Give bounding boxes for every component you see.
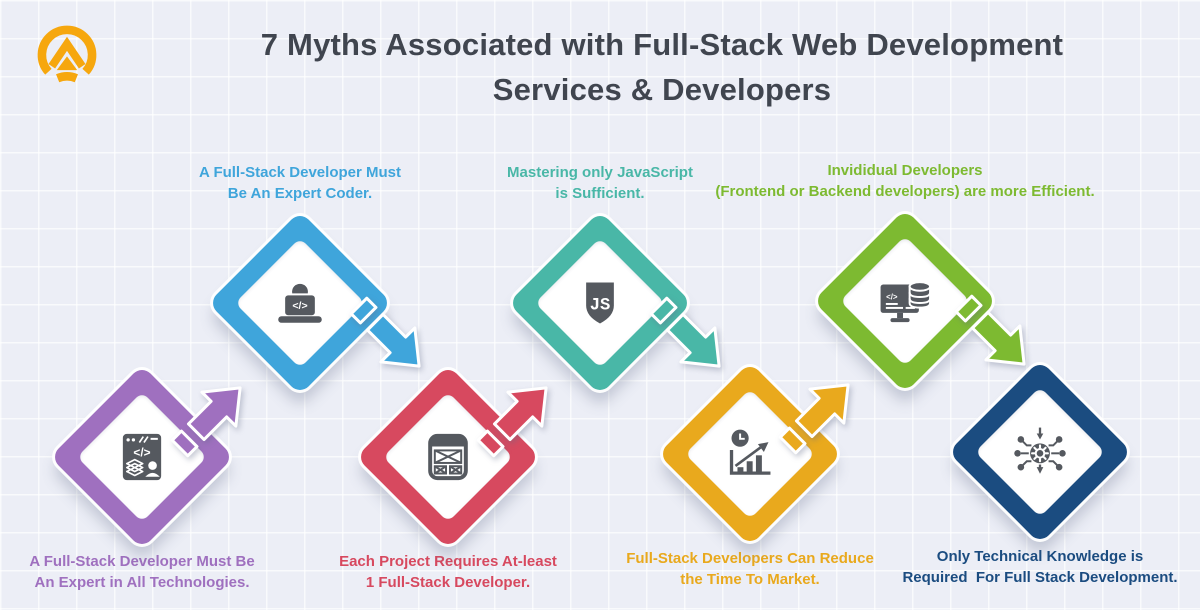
myth-2-diamond: JS [508, 211, 692, 395]
page-title-line2: Services & Developers [492, 72, 832, 107]
myth-6-label-line1: Full-Stack Developers Can Reduce [626, 550, 874, 567]
myth-3-label-line2: (Frontend or Backend developers) are mor… [715, 183, 1095, 200]
svg-text:</>: </> [133, 445, 150, 459]
myth-5-label: Each Project Requires At-least 1 Full-St… [258, 551, 638, 593]
brand-logo-icon [37, 25, 97, 83]
myth-7-only-technical-knowledge: Only Technical Knowledge is Required For… [902, 360, 1178, 586]
myth-2-card: JS [534, 237, 666, 369]
myth-5-card [382, 391, 514, 523]
myth-3-card: </> [839, 235, 971, 367]
myth-1-card: </> [234, 237, 366, 369]
myth-3-individual-developers: Invididual Developers (Frontend or Backe… [715, 162, 1095, 393]
monitor-database-icon: </> [872, 268, 938, 334]
myth-3-label: Invididual Developers (Frontend or Backe… [690, 160, 1120, 202]
myth-4-diamond: </> [50, 365, 234, 549]
myth-4-label-line2: An Expert in All Technologies. [34, 574, 250, 591]
myth-7-diamond [948, 360, 1132, 544]
myth-4-expert-all-technologies: A Full-Stack Developer Must Be An Expert… [29, 365, 255, 591]
flow-arrow-icon [170, 386, 242, 458]
myth-4-label: A Full-Stack Developer Must Be An Expert… [0, 551, 332, 593]
myth-2-javascript-sufficient: Mastering only JavaScript is Sufficient.… [507, 164, 721, 395]
myth-5-diamond [356, 365, 540, 549]
flow-arrow-icon [649, 296, 721, 368]
myth-5-label-line1: Each Project Requires At-least [339, 553, 557, 570]
myth-6-card [684, 388, 816, 520]
svg-text:JS: JS [590, 297, 611, 316]
myth-1-label: A Full-Stack Developer Must Be An Expert… [85, 162, 515, 204]
flow-arrow-icon [778, 383, 850, 455]
myth-1-label-line1: A Full-Stack Developer Must [199, 164, 401, 181]
page-title-line1: 7 Myths Associated with Full-Stack Web D… [260, 27, 1064, 62]
svg-text:</>: </> [292, 300, 307, 312]
flow-arrow-icon [349, 296, 421, 368]
myth-3-diamond: </> [813, 209, 997, 393]
myth-6-label: Full-Stack Developers Can Reduce the Tim… [560, 548, 940, 590]
flow-arrow-icon [954, 294, 1026, 366]
myth-7-label-line2: Required For Full Stack Development. [902, 569, 1178, 586]
myth-4-card: </> [76, 391, 208, 523]
myth-2-label-line1: Mastering only JavaScript [507, 164, 693, 181]
myth-1-label-line2: Be An Expert Coder. [227, 185, 373, 202]
developer-laptop-icon: </> [267, 270, 333, 336]
myth-1-diamond: </> [208, 211, 392, 395]
myth-6-label-line2: the Time To Market. [680, 571, 820, 588]
myth-6-diamond [658, 362, 842, 546]
brand-logo [34, 20, 100, 90]
integration-gear-icon [1007, 419, 1073, 485]
browser-layers-user-icon: </> [109, 424, 175, 490]
javascript-shield-icon: JS [567, 270, 633, 336]
myth-5-label-line2: 1 Full-Stack Developer. [365, 574, 531, 591]
myth-7-card [974, 386, 1106, 518]
wireframe-layout-icon [415, 424, 481, 490]
myth-4-label-line1: A Full-Stack Developer Must Be [29, 553, 255, 570]
myth-3-label-line1: Invididual Developers [827, 162, 983, 179]
svg-text:</>: </> [886, 293, 898, 302]
myth-1-expert-coder: A Full-Stack Developer Must Be An Expert… [199, 164, 421, 395]
page-title: 7 Myths Associated with Full-Stack Web D… [140, 22, 1184, 112]
myth-7-label: Only Technical Knowledge is Required For… [850, 546, 1200, 588]
myth-2-label-line2: is Sufficient. [555, 185, 645, 202]
myth-6-reduce-time-to-market: Full-Stack Developers Can Reduce the Tim… [626, 362, 874, 588]
time-to-market-chart-icon [717, 421, 783, 487]
myth-7-label-line1: Only Technical Knowledge is [936, 548, 1144, 565]
myth-2-label: Mastering only JavaScript is Sufficient. [385, 162, 815, 204]
flow-arrow-icon [476, 386, 548, 458]
myth-5-one-fullstack-per-project: Each Project Requires At-least 1 Full-St… [339, 365, 557, 591]
